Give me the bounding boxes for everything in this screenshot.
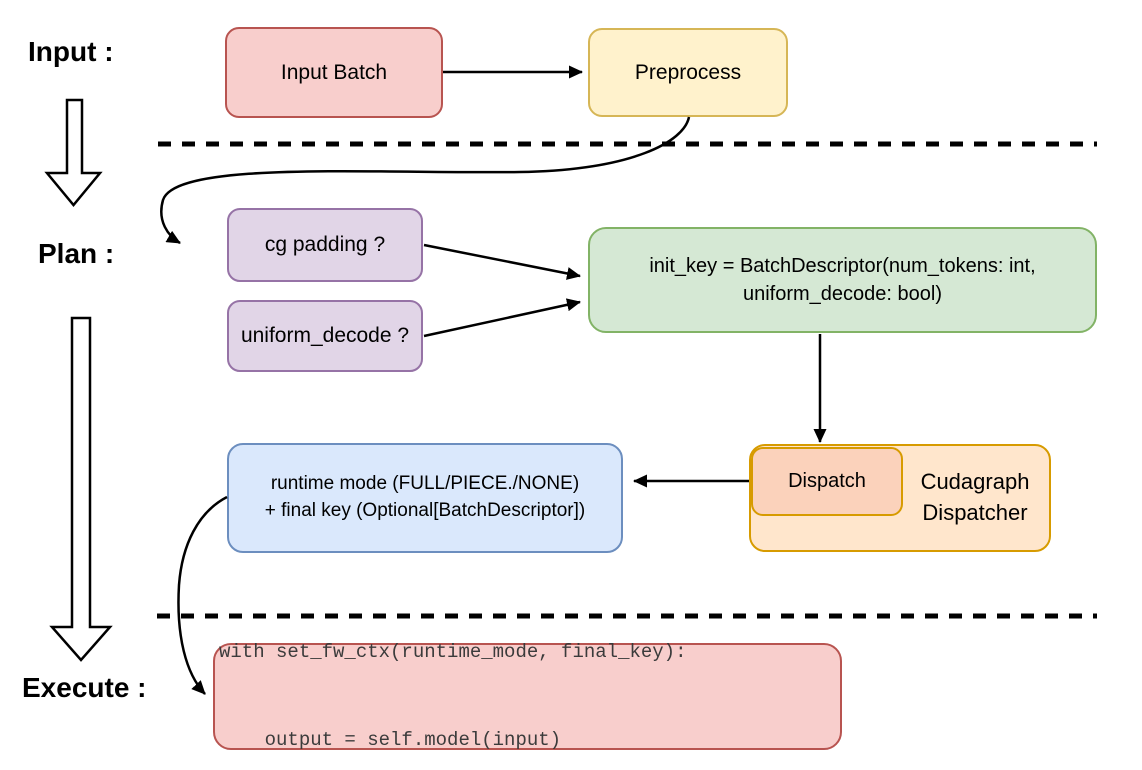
arrow-cg-padding-to-init-key: [423, 243, 581, 280]
execute-code-line1: with set_fw_ctx(runtime_mode, final_key)…: [219, 640, 687, 663]
uniform-decode-label: uniform_decode ?: [240, 324, 410, 347]
runtime-mode-line2: + final key (Optional[BatchDescriptor]): [264, 500, 586, 521]
cg-padding-node: cg padding ?: [227, 208, 423, 282]
input-batch-node: Input Batch: [225, 27, 443, 118]
execute-code-line2: output = self.model(input): [219, 728, 562, 751]
plan-phase-label: Plan :: [38, 238, 115, 269]
execute-code-node: with set_fw_ctx(runtime_mode, final_key)…: [213, 641, 842, 751]
preprocess-node: Preprocess: [588, 28, 788, 117]
cudagraph-dispatcher-line1: Cudagraph: [920, 469, 1030, 495]
input-to-plan-arrow: [44, 98, 103, 207]
init-key-line2: uniform_decode: bool): [742, 283, 942, 305]
init-key-line1: init_key = BatchDescriptor(num_tokens: i…: [649, 255, 1036, 277]
init-key-node: init_key = BatchDescriptor(num_tokens: i…: [588, 227, 1097, 333]
dispatch-label: Dispatch: [788, 470, 866, 492]
runtime-mode-node: runtime mode (FULL/PIECE./NONE) + final …: [227, 443, 623, 553]
execute-phase-label: Execute :: [22, 672, 147, 703]
uniform-decode-node: uniform_decode ?: [227, 300, 423, 372]
cudagraph-dispatcher-line2: Dispatcher: [922, 500, 1028, 525]
dispatch-node: Dispatch: [751, 447, 903, 516]
input-batch-label: Input Batch: [280, 60, 388, 84]
cg-padding-label: cg padding ?: [264, 233, 386, 256]
plan-to-execute-arrow: [49, 316, 113, 662]
input-phase-label: Input :: [28, 36, 114, 67]
preprocess-label: Preprocess: [634, 60, 742, 84]
runtime-mode-line1: runtime mode (FULL/PIECE./NONE): [270, 473, 580, 495]
arrow-uniform-decode-to-init-key: [423, 298, 581, 338]
